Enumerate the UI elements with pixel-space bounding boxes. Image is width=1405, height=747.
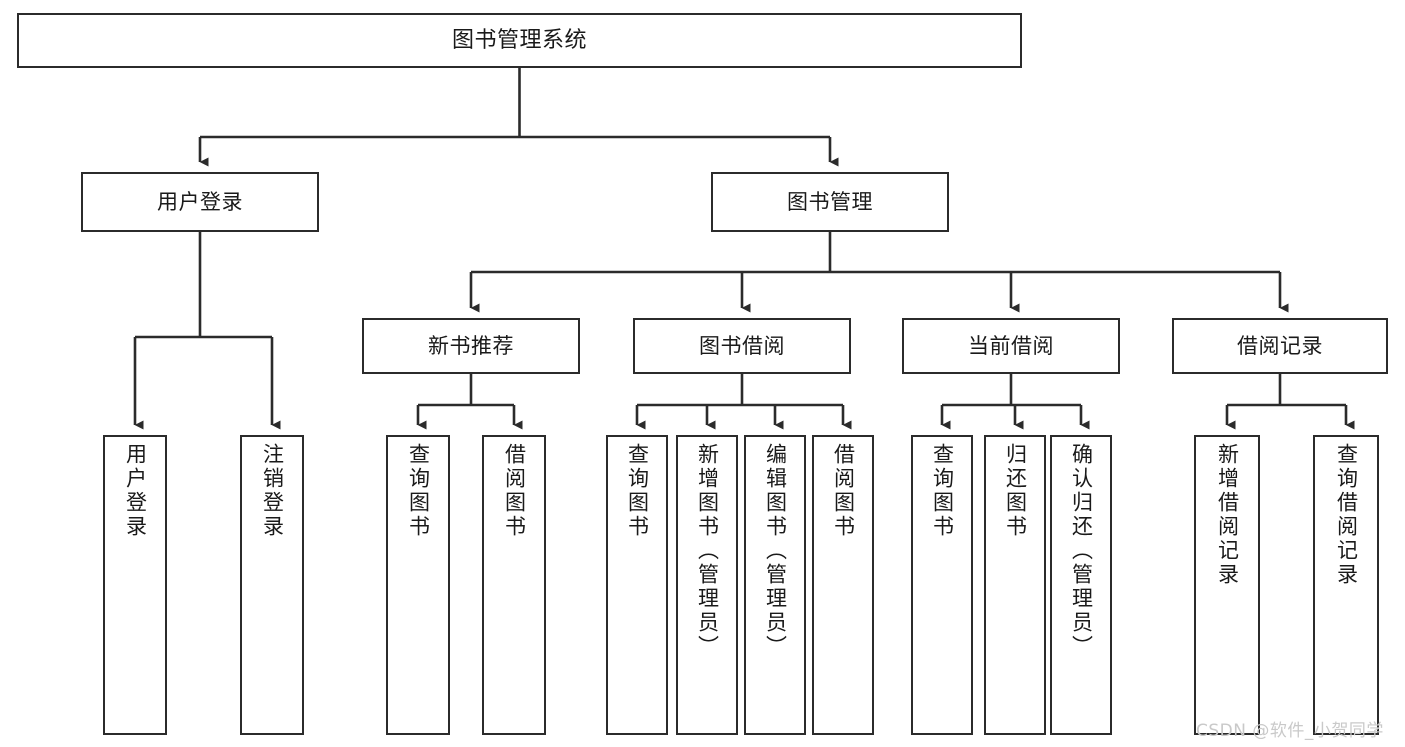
node-label: 查询图书 [406,443,431,539]
node-leaf-query-rec[interactable]: 查询借阅记录 [1313,435,1379,735]
node-leaf-confirm[interactable]: 确认归还（管理员） [1050,435,1112,735]
node-label: 编辑图书（管理员） [763,443,788,659]
node-leaf-add-rec[interactable]: 新增借阅记录 [1194,435,1260,735]
node-label: 新增借阅记录 [1215,443,1240,587]
node-leaf-borrow-1[interactable]: 借阅图书 [482,435,546,735]
node-label: 查询借阅记录 [1334,443,1359,587]
node-label: 确认归还（管理员） [1069,443,1094,659]
node-borrow-record[interactable]: 借阅记录 [1172,318,1388,374]
node-leaf-add-book[interactable]: 新增图书（管理员） [676,435,738,735]
node-label: 用户登录 [157,189,243,214]
node-label: 借阅图书 [502,443,527,539]
watermark: CSDN @软件_小贺同学 [1196,721,1384,741]
node-label: 图书管理系统 [451,27,587,53]
node-label: 图书管理 [787,189,873,214]
node-leaf-borrow-2[interactable]: 借阅图书 [812,435,874,735]
node-leaf-user-login[interactable]: 用户登录 [103,435,167,735]
node-label: 注销登录 [260,443,285,539]
node-label: 当前借阅 [968,333,1054,358]
node-label: 查询图书 [930,443,955,539]
node-label: 借阅图书 [831,443,856,539]
node-label: 归还图书 [1003,443,1028,539]
node-label: 图书借阅 [699,333,785,358]
node-new-book-rec[interactable]: 新书推荐 [362,318,580,374]
node-leaf-edit-book[interactable]: 编辑图书（管理员） [744,435,806,735]
node-leaf-logout[interactable]: 注销登录 [240,435,304,735]
node-leaf-return[interactable]: 归还图书 [984,435,1046,735]
node-leaf-query-3[interactable]: 查询图书 [911,435,973,735]
node-current-borrow[interactable]: 当前借阅 [902,318,1120,374]
node-label: 新增图书（管理员） [695,443,720,659]
node-label: 用户登录 [123,443,148,539]
node-leaf-query-1[interactable]: 查询图书 [386,435,450,735]
node-user-login[interactable]: 用户登录 [81,172,319,232]
node-label: 新书推荐 [428,333,514,358]
node-label: 查询图书 [625,443,650,539]
node-leaf-query-2[interactable]: 查询图书 [606,435,668,735]
node-root[interactable]: 图书管理系统 [17,13,1022,68]
node-book-borrow[interactable]: 图书借阅 [633,318,851,374]
node-book-manage[interactable]: 图书管理 [711,172,949,232]
node-label: 借阅记录 [1237,333,1323,358]
